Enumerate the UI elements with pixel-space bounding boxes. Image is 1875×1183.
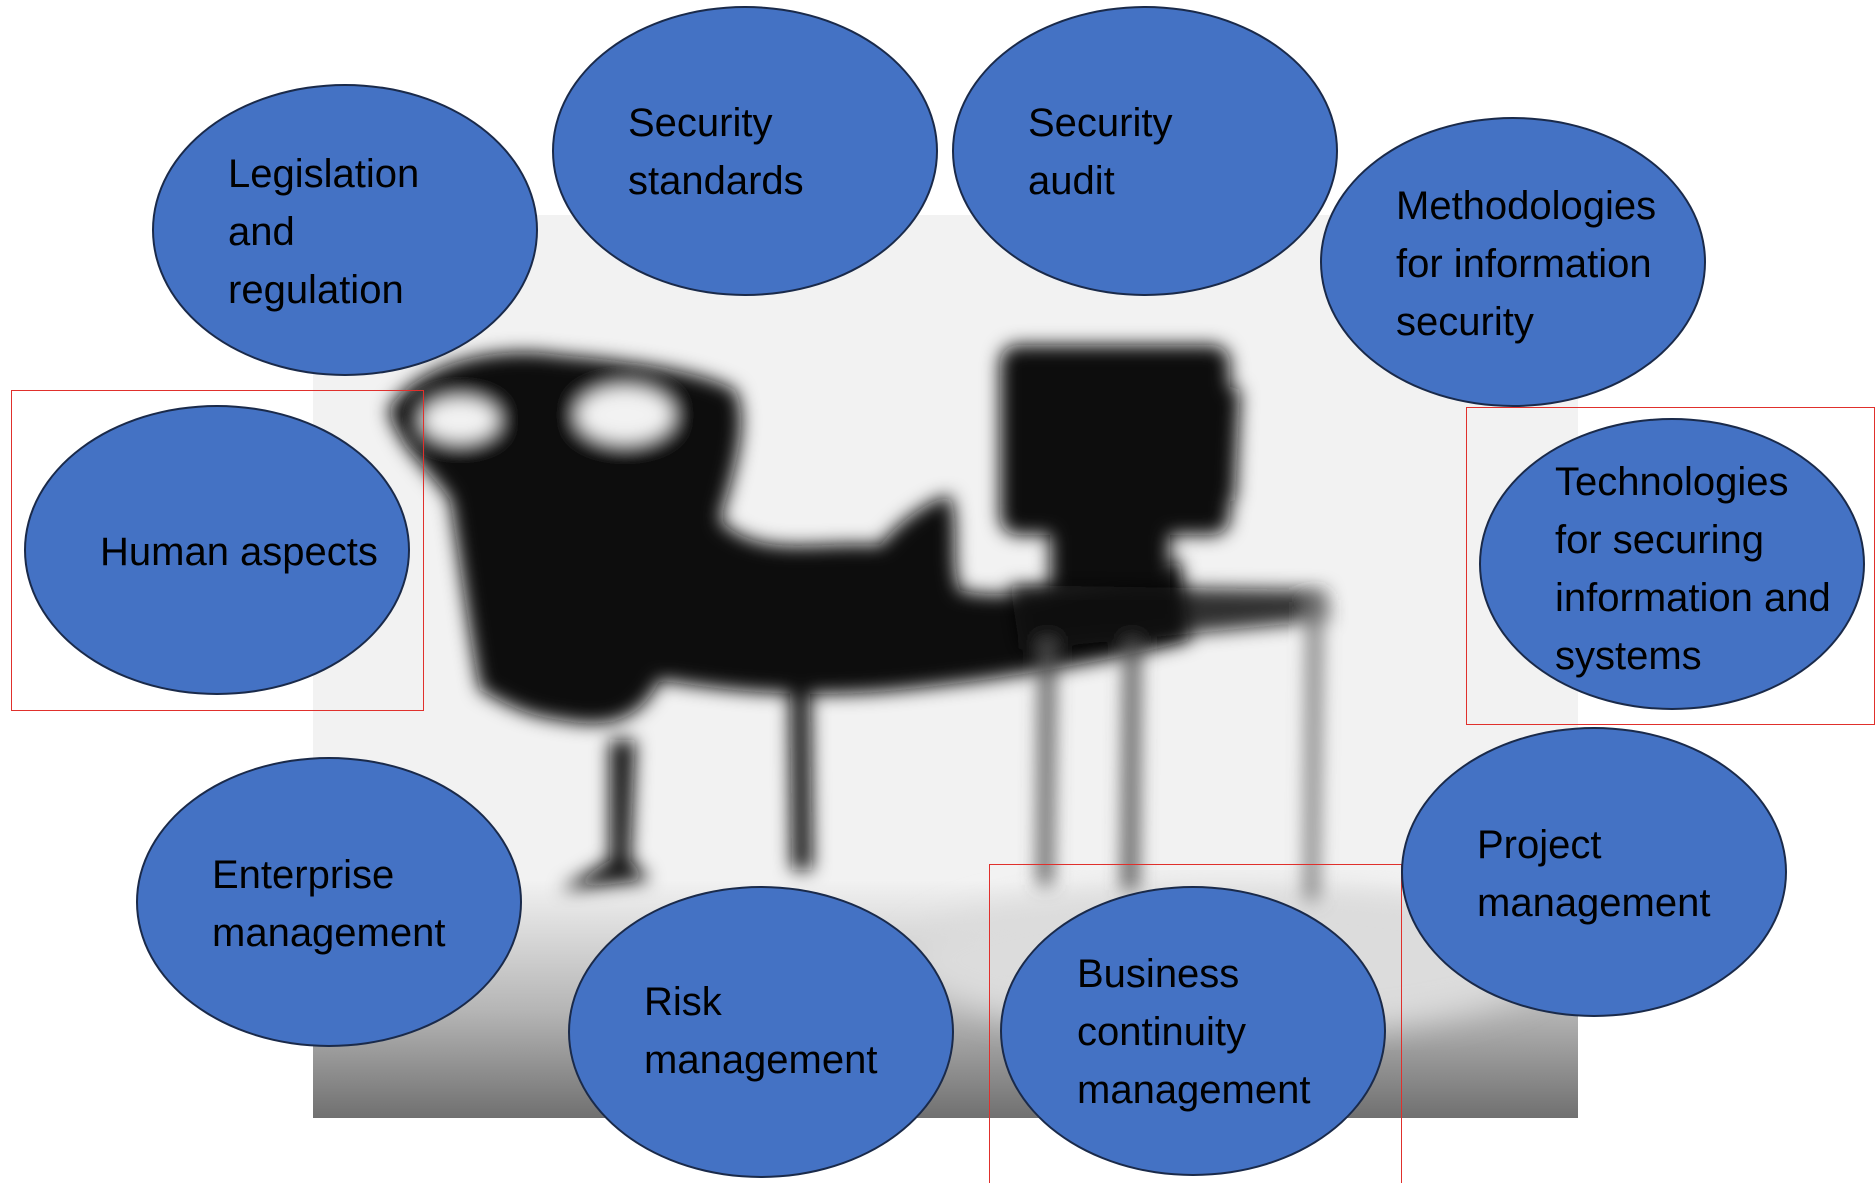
bubble-enterprise-management: [136, 757, 522, 1047]
bubble-label: Enterprise management: [212, 853, 446, 955]
bubble-security-standards: [552, 6, 938, 296]
bubble-label: Security audit: [1028, 101, 1173, 203]
person-silhouette-icon: [388, 352, 1190, 890]
bubble-methodologies-for-information-security: [1320, 117, 1706, 407]
bubble-label: Methodologies for information security: [1396, 184, 1657, 344]
bubble-human-aspects: [24, 405, 410, 695]
bubble-legislation-and-regulation: [152, 84, 538, 376]
bubble-label: Project management: [1477, 823, 1711, 925]
bubble-security-audit: [952, 6, 1338, 296]
bubble-label: Security standards: [628, 101, 804, 203]
desk-icon: [1010, 585, 1330, 900]
bubble-label: Human aspects: [100, 530, 378, 574]
bubble-label: Legislation and regulation: [228, 152, 420, 312]
bubble-risk-management: [568, 886, 954, 1178]
bubble-label: Risk management: [644, 980, 878, 1082]
highlight-frame-business-continuity: [989, 864, 1402, 1183]
computer-monitor-icon: [1000, 345, 1240, 600]
highlight-frame-human-aspects: [11, 390, 424, 711]
bubble-label: Technologies for securing information an…: [1555, 460, 1831, 678]
bubble-label: Business continuity management: [1077, 952, 1311, 1112]
bubble-technologies-for-securing-information-and-systems: [1479, 418, 1865, 710]
bubble-project-management: [1401, 727, 1787, 1017]
bubble-business-continuity-management: [1000, 886, 1386, 1176]
highlight-frame-technologies: [1466, 407, 1875, 725]
